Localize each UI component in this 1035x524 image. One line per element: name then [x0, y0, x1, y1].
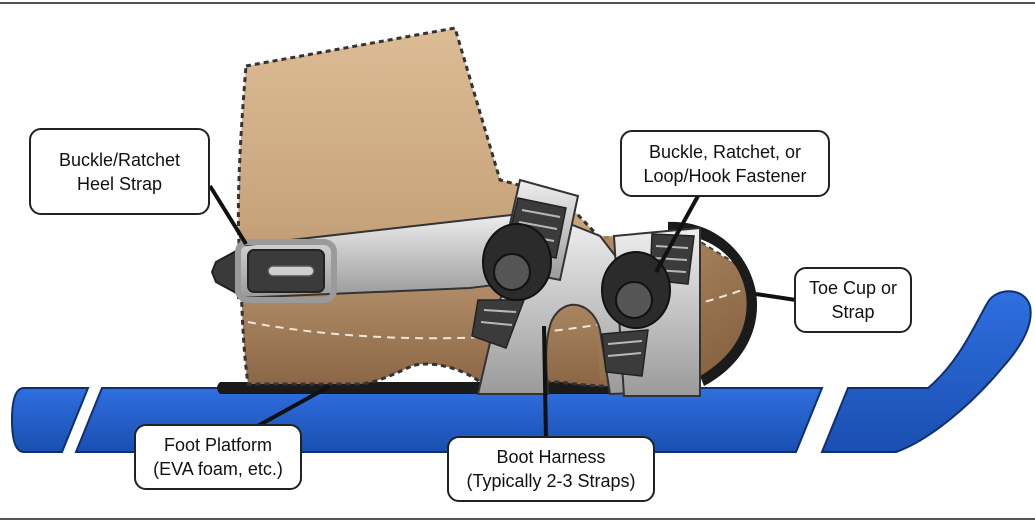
- leader-lines: [208, 184, 797, 441]
- callout-heel-strap-line1: Buckle/Ratchet: [58, 149, 181, 170]
- callout-fastener-line1: Buckle, Ratchet, or: [648, 141, 802, 162]
- callout-fastener-line2: Loop/Hook Fastener: [643, 165, 807, 186]
- callout-toe-cup: Toe Cup or Strap: [794, 267, 912, 333]
- leader-heel-strap: [208, 184, 248, 246]
- callout-fastener: Buckle, Ratchet, or Loop/Hook Fastener: [620, 130, 830, 197]
- ski-tail-segment: [10, 387, 90, 453]
- ski-tip-segment: [820, 290, 1032, 453]
- callout-boot-harness-line1: Boot Harness: [496, 447, 606, 467]
- heel-strap-tip: [210, 248, 239, 296]
- leader-toe-cup: [755, 292, 797, 302]
- callout-toe-cup-line1: Toe Cup or: [808, 278, 898, 298]
- toe-ladder-lower: [601, 329, 649, 377]
- callout-boot-harness-line2: (Typically 2-3 Straps): [466, 471, 636, 491]
- ratchet-rear: [482, 223, 552, 301]
- callout-boot-harness: Boot Harness (Typically 2-3 Straps): [447, 436, 655, 502]
- callout-foot-platform: Foot Platform (EVA foam, etc.): [134, 424, 302, 490]
- callout-heel-strap: Buckle/Ratchet Heel Strap: [29, 128, 210, 215]
- callout-foot-platform-line1: Foot Platform: [163, 435, 273, 455]
- leader-boot-harness: [542, 325, 548, 441]
- heel-buckle-frame: [235, 239, 337, 303]
- callout-foot-platform-line2: (EVA foam, etc.): [153, 459, 283, 479]
- callout-heel-strap-line2: Heel Strap: [76, 173, 163, 194]
- toe-cup: [668, 221, 758, 386]
- leader-fastener: [654, 195, 700, 273]
- callout-toe-cup-line2: Strap: [831, 302, 875, 322]
- heel-buckle-bar: [267, 265, 315, 277]
- leader-foot-platform: [253, 384, 331, 430]
- ratchet-front: [601, 251, 671, 329]
